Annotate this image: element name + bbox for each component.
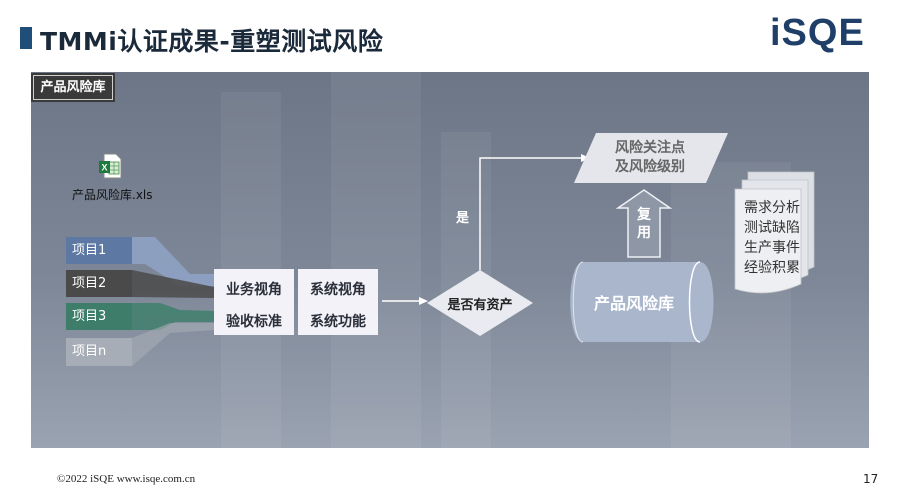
decision-label: 是否有资产 xyxy=(447,298,513,313)
project-item-2: 项目2 xyxy=(66,270,132,297)
database-shape xyxy=(570,262,714,342)
database-edge xyxy=(688,261,701,343)
isqe-logo: iSQE xyxy=(770,12,865,54)
excel-file-icon: X xyxy=(99,153,122,179)
arrow-head xyxy=(419,297,428,305)
doc-line-defects: 测试缺陷 xyxy=(744,220,800,236)
page-number: 17 xyxy=(863,472,879,486)
system-view-box: 系统视角 系统功能 xyxy=(298,269,378,335)
doc-line-requirements: 需求分析 xyxy=(744,200,800,216)
business-view-label: 业务视角 xyxy=(226,282,282,298)
background-building xyxy=(331,72,421,448)
decision-diamond xyxy=(427,270,533,336)
document-front xyxy=(734,188,802,294)
database-left-edge xyxy=(572,261,584,343)
risk-line-1: 风险关注点 xyxy=(615,140,685,156)
footer-copyright: ©2022 iSQE www.isqe.com.cn xyxy=(57,473,196,485)
title-accent-bar xyxy=(20,27,32,49)
svg-text:X: X xyxy=(101,163,107,173)
yes-label: 是 xyxy=(456,211,470,226)
funnel-band-2 xyxy=(132,270,214,298)
reuse-label: 复用 xyxy=(637,207,651,241)
funnel-band-1 xyxy=(132,237,214,286)
page-title: TMMi认证成果-重塑测试风险 xyxy=(40,27,384,56)
file-label: 产品风险库.xls xyxy=(72,188,153,202)
document-text: 需求分析 测试缺陷 生产事件 经验积累 xyxy=(739,198,805,278)
funnel-band-3 xyxy=(132,303,214,330)
risk-box-text: 风险关注点 及风险级别 xyxy=(590,139,710,177)
database-label: 产品风险库 xyxy=(593,294,674,313)
project-item-3: 项目3 xyxy=(66,303,132,330)
reuse-arrow xyxy=(615,189,673,258)
project-item-1: 项目1 xyxy=(66,237,132,264)
risk-line-2: 及风险级别 xyxy=(615,159,685,175)
funnel-band-n xyxy=(132,323,214,366)
system-function-label: 系统功能 xyxy=(310,314,366,330)
panel-tag-border xyxy=(33,75,113,100)
panel-tag: 产品风险库 xyxy=(31,73,115,102)
business-view-box: 业务视角 验收标准 xyxy=(214,269,294,335)
acceptance-criteria-label: 验收标准 xyxy=(226,314,282,330)
doc-line-experience: 经验积累 xyxy=(744,260,800,276)
risk-parallelogram xyxy=(574,133,728,183)
system-view-label: 系统视角 xyxy=(310,282,366,298)
project-item-n: 项目n xyxy=(66,338,132,366)
doc-line-incidents: 生产事件 xyxy=(744,240,800,256)
yes-branch-line xyxy=(479,157,582,270)
